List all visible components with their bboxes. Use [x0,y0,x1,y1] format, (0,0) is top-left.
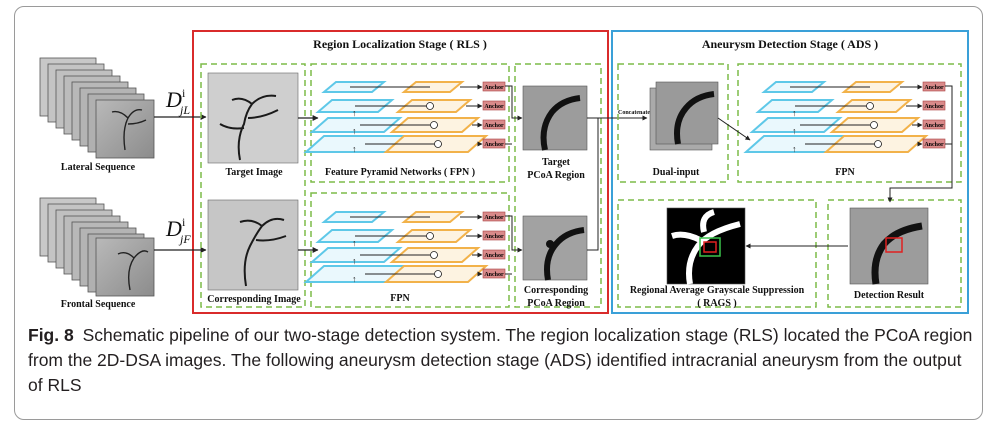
rls-output-group [514,63,602,308]
frontal-sequence-label: Frontal Sequence [61,299,136,310]
ads-fpn-group [737,63,962,183]
rls-fpn-bottom-group [310,192,510,308]
lateral-sequence-stack [39,57,155,159]
rags-image [666,207,746,285]
fpn-top: ↑ ↑ ↑ [303,81,489,154]
rls-input-group [200,63,306,308]
svg-text:i: i [182,215,186,229]
lateral-input-symbol: D i jL [165,86,190,117]
caption-text: Schematic pipeline of our two-stage dete… [28,325,973,395]
svg-text:Anchor: Anchor [484,215,504,221]
dual-input-label: Dual-input [653,167,700,178]
ads-stage-box [611,30,969,314]
svg-text:D: D [165,216,182,241]
svg-text:Anchor: Anchor [484,85,504,91]
svg-text:Anchor: Anchor [924,123,944,129]
fpn-bottom-label: FPN [390,293,410,304]
corresponding-image-label: Corresponding Image [207,294,301,305]
target-image-label: Target Image [225,167,283,178]
arrow-dual-to-fpn [717,117,751,141]
svg-text:↑: ↑ [352,126,357,136]
svg-text:i: i [182,86,186,100]
svg-text:↑: ↑ [352,108,357,118]
rags-label-2: ( RAGS ) [697,298,736,309]
svg-text:D: D [165,87,182,112]
corr-pcoa-label-2: PCoA Region [527,298,585,309]
svg-text:↑: ↑ [352,256,357,266]
fpn-bottom: ↑ ↑ ↑ [303,211,489,284]
target-pcoa-label-2: PCoA Region [527,170,585,181]
detection-result-image [849,207,929,285]
svg-text:↑: ↑ [792,126,797,136]
svg-text:jL: jL [178,103,190,117]
ads-anchor-boxes: Anchor Anchor Anchor Anchor [922,81,946,149]
figure-caption: Fig. 8 Schematic pipeline of our two-sta… [28,323,978,398]
svg-text:Anchor: Anchor [924,85,944,91]
svg-text:↑: ↑ [792,108,797,118]
rls-title: Region Localization Stage ( RLS ) [313,37,487,51]
svg-text:Anchor: Anchor [484,272,504,278]
ads-fpn: ↑ ↑ ↑ [743,81,929,154]
svg-text:↑: ↑ [352,274,357,284]
target-pcoa-label-1: Target [542,157,571,168]
corresponding-image [207,199,299,291]
frontal-input-symbol: D i jF [165,215,191,246]
anchor-boxes-top: Anchor Anchor Anchor Anchor [482,81,506,149]
svg-text:Anchor: Anchor [484,234,504,240]
target-image [207,72,299,164]
svg-text:↑: ↑ [352,144,357,154]
frontal-sequence-stack [39,197,155,297]
svg-text:↑: ↑ [352,238,357,248]
figure-number: Fig. 8 [28,325,74,345]
ads-rags-group [617,199,817,308]
rls-stage-box [192,30,609,314]
target-pcoa-image [522,85,588,151]
ads-fpn-label: FPN [835,167,855,178]
pipeline-diagram: Region Localization Stage ( RLS ) Aneury… [39,30,969,314]
svg-text:Anchor: Anchor [484,142,504,148]
anchor-boxes-bottom: Anchor Anchor Anchor Anchor [482,211,506,279]
rags-label-1: Regional Average Grayscale Suppression [630,285,805,296]
detection-result-label: Detection Result [854,290,925,301]
svg-text:jF: jF [178,232,191,246]
svg-text:↑: ↑ [792,144,797,154]
svg-text:Anchor: Anchor [924,142,944,148]
svg-text:Anchor: Anchor [924,104,944,110]
svg-text:Anchor: Anchor [484,123,504,129]
corr-pcoa-label-1: Corresponding [524,285,588,296]
concatenate-label: Concatenate [618,110,650,116]
svg-text:Anchor: Anchor [484,104,504,110]
rls-fpn-top-group [310,63,510,183]
dual-input-image [649,81,719,151]
ads-title: Aneurysm Detection Stage ( ADS ) [702,37,878,51]
lateral-sequence-label: Lateral Sequence [61,162,136,173]
svg-text:Anchor: Anchor [484,253,504,259]
fpn-top-label: Feature Pyramid Networks ( FPN ) [325,167,475,178]
ads-dual-input-group [617,63,729,183]
corresponding-pcoa-image [522,215,588,281]
